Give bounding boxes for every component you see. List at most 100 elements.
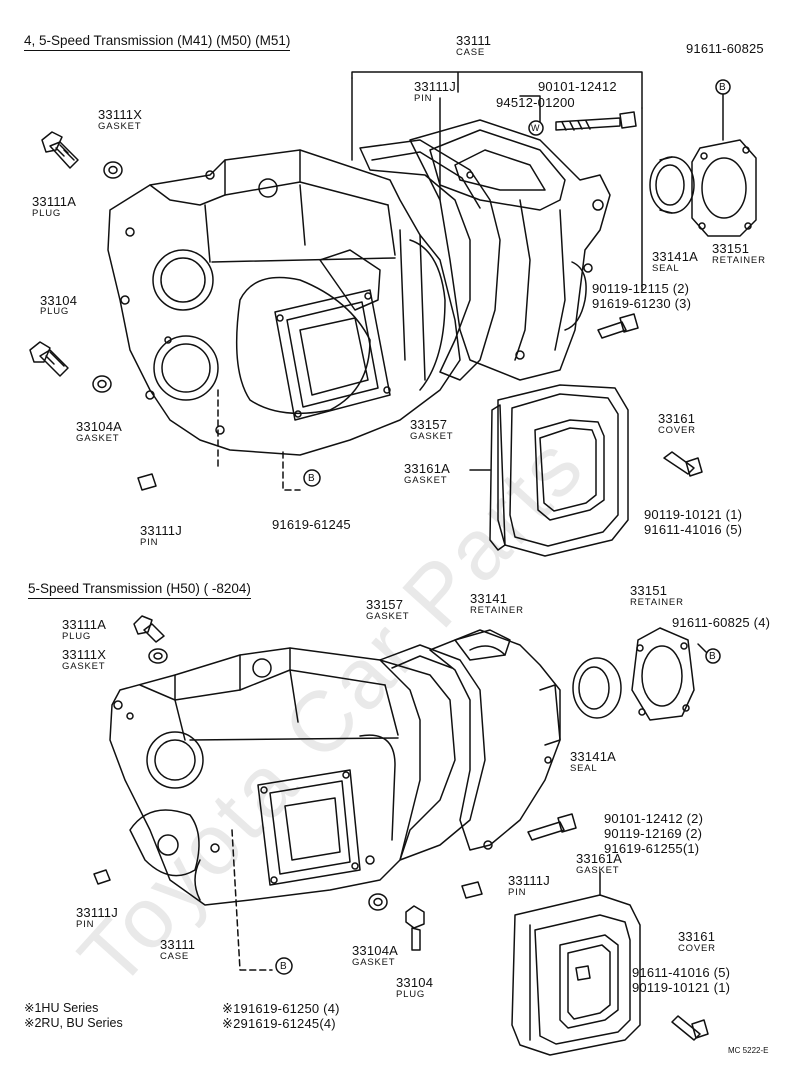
s1-plug-pn: 33104 [40, 293, 78, 308]
s1-gasket61-name: GASKET [404, 475, 448, 486]
dash-lines-1 [217, 389, 301, 491]
s2-seal-pn: 33141A [570, 749, 617, 764]
s1-cover-name: COVER [658, 425, 696, 436]
s1-pin-top-pn: 33111J [414, 79, 456, 94]
s2-pin-l-pn: 33111J [76, 905, 118, 920]
s1-bolt-c2: 91611-41016 (5) [644, 522, 743, 537]
side-opening-2 [257, 769, 361, 886]
marker-b-label-1: B [719, 82, 726, 93]
marker-b-label-4: B [280, 961, 287, 972]
case-leader-lines [351, 71, 643, 109]
pin-33111j-1 [137, 473, 157, 491]
s2-gasket-a-name: GASKET [352, 957, 396, 968]
dash-lines-2 [231, 829, 273, 971]
s1-pin-bot-pn: 33111J [140, 523, 182, 538]
s1-pin-bot-name: PIN [140, 537, 159, 548]
gasket-33111x-2 [148, 648, 168, 664]
s1-gasket-x-pn: 33111X [98, 107, 143, 122]
s2-gasket-x-name: GASKET [62, 661, 106, 672]
plug-33111a-2 [133, 615, 165, 643]
side-opening-1 [274, 289, 391, 421]
side-cover-33161-2 [511, 894, 641, 1056]
rear-gasket-inner-1 [371, 151, 481, 209]
seal-33141a-1 [649, 156, 695, 214]
plug-33111a-1 [41, 131, 79, 169]
s1-bolt-m1: 90119-12115 (2) [592, 281, 690, 296]
s1-bolt-r: 91611-60825 [686, 41, 764, 56]
bolt-90101-12412-2 [527, 813, 577, 841]
footnote-1: ※1HU Series [24, 1001, 99, 1015]
retainer-leader-2 [697, 643, 707, 653]
s2-cover-pn: 33161 [678, 929, 716, 944]
retainer-33151-2 [631, 627, 695, 721]
s2-bolt-c2: 90119-10121 (1) [632, 980, 731, 995]
plug-33104-1 [29, 341, 69, 377]
s1-retainer-name: RETAINER [712, 255, 766, 266]
s1-seal-pn: 33141A [652, 249, 699, 264]
s2-cover-name: COVER [678, 943, 716, 954]
marker-w [528, 120, 544, 136]
s2-gasket61-name: GASKET [576, 865, 620, 876]
marker-w-label: W [531, 123, 540, 133]
s2-pin-r-name: PIN [508, 887, 527, 898]
retainer-33151-1 [691, 139, 757, 237]
s2-bolt-c1: 91611-41016 (5) [632, 965, 731, 980]
s2-retainer41-pn: 33141 [470, 591, 508, 606]
s2-plug-a-pn: 33111A [62, 617, 107, 632]
s1-gasket-x-name: GASKET [98, 121, 142, 132]
s2-case-pn: 33111 [160, 937, 196, 952]
s2-retainer51-pn: 33151 [630, 583, 668, 598]
s2-retainer41-name: RETAINER [470, 605, 524, 616]
section1-title: 4, 5-Speed Transmission (M41) (M50) (M51… [24, 34, 291, 51]
s1-cover-pn: 33161 [658, 411, 696, 426]
s1-gasket61-pn: 33161A [404, 461, 451, 476]
marker-b-1-bottom [303, 469, 321, 487]
pin-33111j-2-right [461, 881, 483, 899]
marker-b-label-2: B [308, 473, 315, 484]
side-gasket-33161a-1 [469, 404, 506, 551]
gasket-33111x-1 [103, 161, 123, 179]
s2-case-name: CASE [160, 951, 190, 962]
transmission-case-2 [109, 647, 421, 906]
s1-gasket-a-name: GASKET [76, 433, 120, 444]
s2-pin-r-pn: 33111J [508, 873, 550, 888]
seal-33141a-2 [572, 657, 622, 719]
s2-bolt-r: 91611-60825 (4) [672, 615, 771, 630]
s1-bolt-top: 90101-12412 [538, 79, 617, 94]
s1-bolt-b-pn: 91619-61245 [272, 517, 351, 532]
section2-title: 5-Speed Transmission (H50) ( -8204) [28, 582, 251, 599]
s2-pin-l-name: PIN [76, 919, 95, 930]
bolt-90119-10121-2 [671, 1015, 709, 1041]
marker-b-2-bottom [275, 957, 293, 975]
s2-note-b1: ※191619-61250 (4) [222, 1001, 340, 1016]
s1-bolt-m2: 91619-61230 (3) [592, 296, 692, 311]
washer-leader [519, 95, 541, 123]
footnote-2: ※2RU, BU Series [24, 1016, 123, 1030]
s2-gasket-x-pn: 33111X [62, 647, 107, 662]
plug-33104-2 [405, 905, 425, 951]
rear-gasket-2 [379, 644, 486, 861]
s2-gasket57-name: GASKET [366, 611, 410, 622]
s1-retainer-pn: 33151 [712, 241, 750, 256]
s1-plug-a-name: PLUG [32, 208, 62, 219]
gasket-33104a-1 [92, 375, 112, 393]
extension-housing-1 [409, 119, 611, 381]
gasket-33104a-2 [368, 893, 388, 911]
s1-case-name: CASE [456, 47, 486, 58]
marker-b-2-right [705, 648, 721, 664]
retainer-33141-2 [429, 629, 561, 851]
s2-gasket57-pn: 33157 [366, 597, 404, 612]
s1-plug-name: PLUG [40, 306, 70, 317]
marker-b-1-top [715, 79, 731, 95]
s2-seal-name: SEAL [570, 763, 598, 774]
s1-pin-top-name: PIN [414, 93, 433, 104]
s2-gasket61-pn: 33161A [576, 851, 623, 866]
bolt-90101-12412-1 [555, 111, 637, 131]
s2-bolt-m3: 91619-61255(1) [604, 841, 700, 856]
pin-33111j-2-left [93, 869, 111, 885]
s1-plug-a-pn: 33111A [32, 194, 77, 209]
s1-gasket-a-pn: 33104A [76, 419, 123, 434]
bolt-90119-10121-1 [663, 451, 703, 477]
